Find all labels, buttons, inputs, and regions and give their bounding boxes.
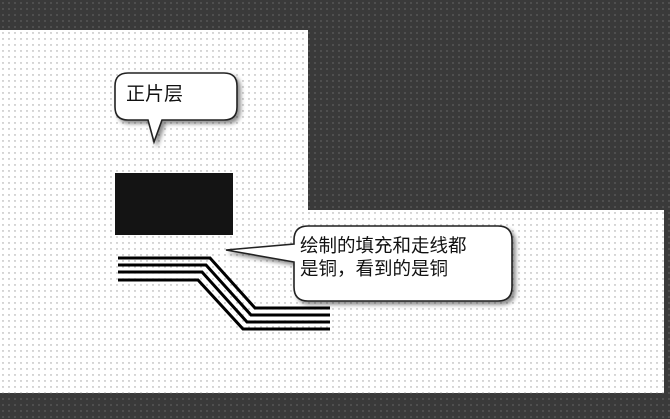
callout-label-positive-layer: 正片层: [126, 83, 183, 106]
copper-traces[interactable]: [118, 256, 330, 331]
trace-1: [118, 256, 330, 310]
trace-4: [118, 278, 330, 331]
explanation-line-2: 是铜，看到的是铜: [300, 258, 449, 280]
callout-label-explanation: 绘制的填充和走线都 是铜，看到的是铜: [300, 236, 467, 281]
positive-layer-text: 正片层: [126, 83, 184, 105]
callout-bubble-explanation: [225, 225, 513, 302]
trace-3: [118, 270, 330, 324]
trace-2: [118, 263, 330, 317]
explanation-line-1: 绘制的填充和走线都: [300, 236, 467, 257]
callout-bubble-positive-layer: [114, 72, 238, 145]
copper-fill-rect[interactable]: [115, 173, 233, 235]
